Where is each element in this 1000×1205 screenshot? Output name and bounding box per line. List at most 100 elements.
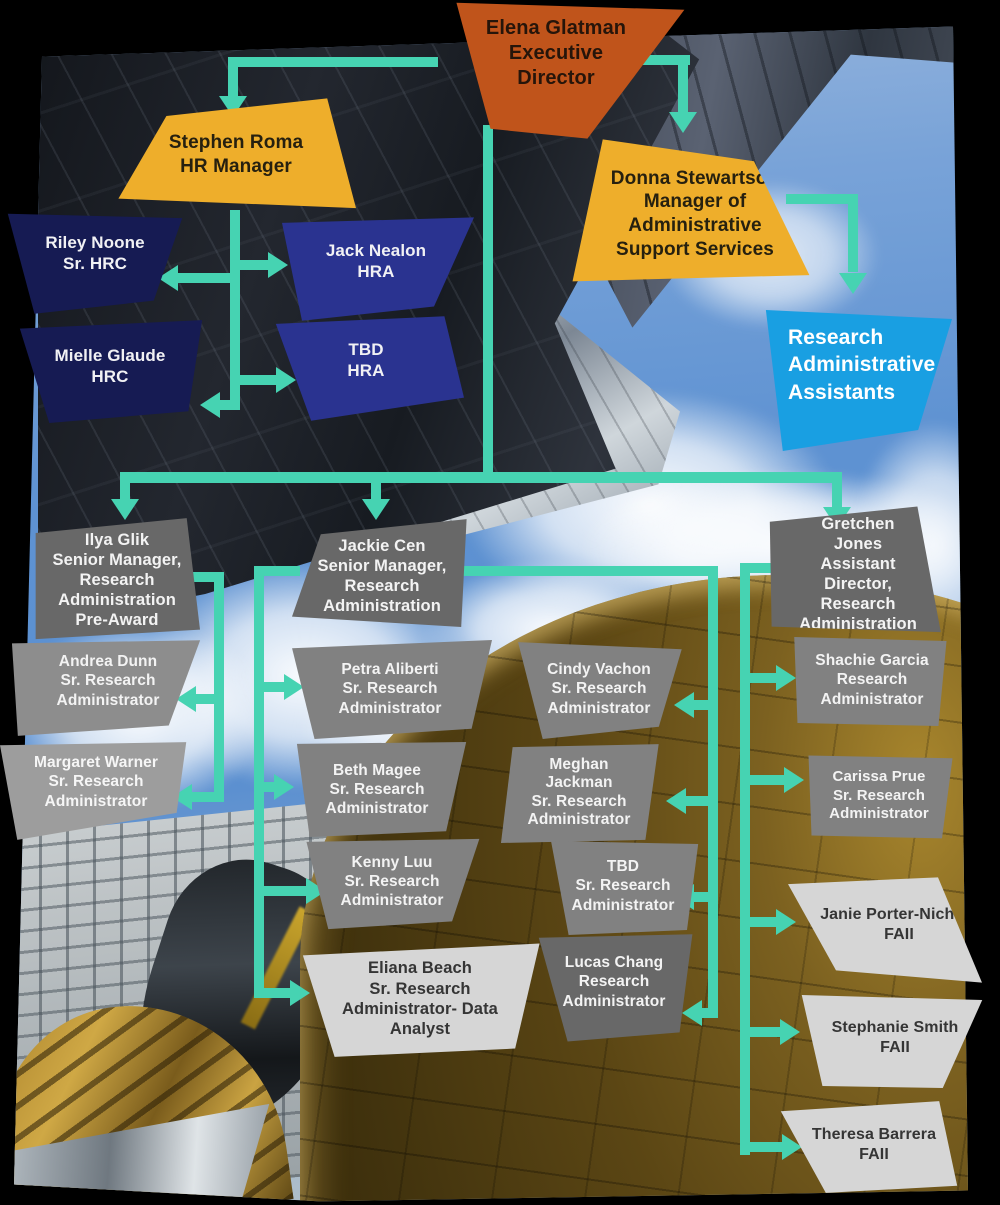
- person-title: Sr. Research Administrator: [829, 786, 929, 823]
- connector-arrow: [784, 767, 804, 793]
- person-name: Beth Magee: [333, 761, 421, 779]
- org-node-andrea-dunn: Andrea Dunn Sr. Research Administrator: [11, 640, 201, 736]
- org-node-meghan-jackman: Meghan Jackman Sr. Research Administrato…: [500, 744, 659, 843]
- person-name: Stephanie Smith: [831, 1019, 959, 1037]
- connector-arrow: [276, 367, 296, 393]
- person-title: Sr. HRC: [63, 254, 127, 273]
- connector-line: [216, 400, 240, 410]
- person-name: Ilya Glik: [84, 530, 150, 549]
- org-node-cindy-vachon: Cindy Vachon Sr. Research Administrator: [518, 642, 682, 739]
- person-title: Sr. Research Administrator- Data Analyst: [342, 979, 498, 1039]
- connector-arrow: [776, 909, 796, 935]
- person-title: Sr. Research Administrator: [44, 773, 148, 810]
- connector-line: [460, 566, 718, 576]
- connector-line: [698, 1008, 718, 1018]
- org-node-gretchen-jones: Gretchen Jones Assistant Director, Resea…: [769, 506, 941, 633]
- person-name: Cindy Vachon: [547, 661, 651, 679]
- connector-arrow: [176, 686, 196, 712]
- connector-arrow: [362, 499, 390, 520]
- org-node-lucas-chang: Lucas Chang Research Administrator: [538, 934, 693, 1042]
- person-title: Sr. Research Administrator: [547, 680, 651, 717]
- connector-line: [690, 892, 718, 902]
- person-title: Executive Director: [508, 41, 604, 89]
- org-node-tbd-sr-research-administrator: TBD Sr. Research Administrator: [551, 841, 699, 935]
- connector-line: [214, 572, 224, 800]
- person-title: Sr. Research Administrator: [527, 792, 631, 828]
- connector-line: [371, 472, 381, 500]
- person-title: HRA: [357, 262, 395, 281]
- connector-line: [254, 682, 290, 692]
- connector-line: [750, 917, 782, 927]
- person-title: Senior Manager, Research Administration …: [52, 550, 182, 630]
- person-name: Meghan Jackman: [545, 755, 613, 792]
- org-node-riley-noone: Riley Noone Sr. HRC: [7, 213, 183, 314]
- person-name: Mielle Glaude: [54, 345, 166, 365]
- connector-line: [848, 194, 858, 272]
- connector-line: [188, 792, 224, 802]
- connector-line: [254, 782, 280, 792]
- connector-line: [240, 260, 274, 270]
- connector-line: [740, 563, 782, 573]
- person-title: FAII: [859, 1146, 889, 1163]
- org-node-kenny-luu: Kenny Luu Sr. Research Administrator: [306, 838, 480, 930]
- connector-line: [740, 563, 750, 1155]
- org-node-carissa-prue: Carissa Prue Sr. Research Administrator: [808, 755, 953, 839]
- person-name: Eliana Beach: [368, 959, 472, 978]
- connector-arrow: [268, 252, 288, 278]
- person-name: Janie Porter-Nichols: [820, 906, 978, 924]
- connector-line: [228, 57, 438, 67]
- person-name: Kenny Luu: [351, 853, 433, 871]
- connector-arrow: [669, 112, 697, 133]
- person-title: FAII: [884, 926, 914, 943]
- person-title: FAII: [880, 1039, 910, 1056]
- connector-arrow: [200, 392, 220, 418]
- connector-line: [708, 566, 718, 1018]
- person-name: Lucas Chang: [564, 954, 664, 972]
- org-node-mielle-glaude: Mielle Glaude HRC: [19, 320, 203, 423]
- connector-line: [678, 55, 688, 113]
- org-node-jackie-cen: Jackie Cen Senior Manager, Research Admi…: [292, 519, 467, 628]
- person-title: Sr. Research Administrator: [571, 877, 675, 914]
- connector-arrow: [284, 674, 304, 700]
- connector-line: [254, 886, 312, 896]
- connector-line: [228, 57, 238, 97]
- person-name: TBD: [606, 858, 640, 876]
- org-node-donna-stewartson: Donna Stewartson Manager of Administrati…: [572, 139, 810, 282]
- person-name: Jackie Cen: [338, 536, 426, 555]
- person-name: Riley Noone: [45, 232, 145, 252]
- person-name: Gretchen Jones: [821, 514, 895, 553]
- connector-line: [230, 210, 240, 410]
- person-title: HRA: [347, 361, 385, 380]
- connector-line: [750, 1027, 786, 1037]
- person-name: Donna Stewartson: [610, 167, 780, 189]
- person-title: HRC: [91, 367, 129, 386]
- person-name: TBD: [348, 339, 384, 359]
- org-node-eliana-beach: Eliana Beach Sr. Research Administrator-…: [302, 943, 540, 1057]
- connector-arrow: [290, 980, 310, 1006]
- person-title: Research Administrator: [820, 671, 924, 708]
- connector-line: [690, 700, 718, 710]
- connector-line: [254, 566, 300, 576]
- org-node-shachie-garcia: Shachie Garcia Research Administrator: [794, 637, 947, 726]
- person-title: Research Administrator: [562, 973, 666, 1010]
- connector-arrow: [666, 788, 686, 814]
- connector-line: [182, 572, 224, 582]
- connector-line: [254, 988, 296, 998]
- connector-line: [192, 694, 224, 704]
- person-name: Research Administrative Assistants: [788, 326, 936, 404]
- connector-line: [240, 375, 282, 385]
- person-title: Sr. Research Administrator: [325, 780, 429, 818]
- person-name: Carissa Prue: [832, 768, 926, 786]
- connector-arrow: [780, 1019, 800, 1045]
- person-name: Shachie Garcia: [815, 652, 929, 670]
- connector-line: [176, 273, 230, 283]
- connector-arrow: [839, 273, 867, 294]
- connector-line: [483, 125, 493, 479]
- connector-arrow: [682, 1000, 702, 1026]
- connector-line: [740, 1142, 788, 1152]
- person-title: Sr. Research Administrator: [340, 872, 444, 910]
- org-node-petra-aliberti: Petra Aliberti Sr. Research Administrato…: [292, 640, 492, 739]
- person-name: Jack Nealon: [325, 240, 427, 260]
- org-node-research-administrative-assistants: Research Administrative Assistants: [765, 310, 952, 451]
